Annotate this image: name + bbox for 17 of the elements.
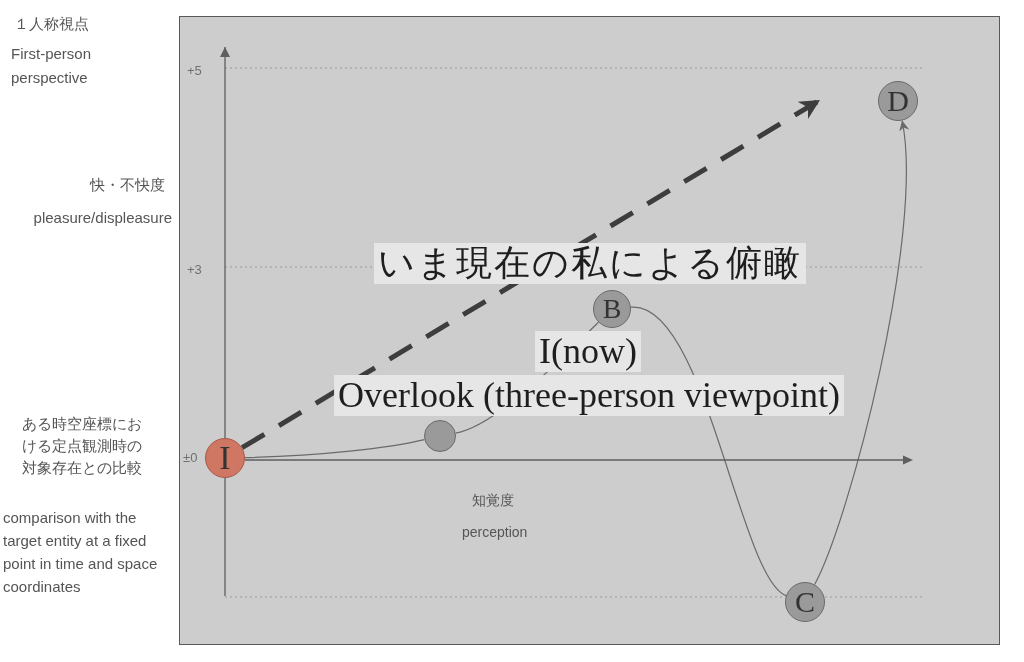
tick-label: +3 bbox=[187, 262, 202, 277]
curve-arrow bbox=[814, 120, 909, 586]
annotation-text: comparison with the target entity at a fixed point in time and space coordinates bbox=[3, 508, 159, 597]
dashed-arrow bbox=[240, 97, 822, 450]
tick-label: +5 bbox=[187, 63, 202, 78]
axis-title: First-person perspective bbox=[11, 44, 93, 88]
axis-title: １人称視点 bbox=[14, 15, 89, 34]
axis-title: perception bbox=[462, 524, 528, 540]
overlay-caption: I(now) bbox=[535, 331, 641, 373]
annotation-text: ある時空座標における定点観測時の対象存在との比較 bbox=[22, 414, 143, 478]
tick-label: ±0 bbox=[183, 450, 198, 465]
axis-title: 快・不快度 bbox=[88, 176, 165, 195]
curve-line bbox=[244, 439, 425, 459]
axis-title: 知覚度 bbox=[472, 492, 514, 510]
axis-title: pleasure/displeasure bbox=[32, 209, 172, 226]
overlay-caption: Overlook (three-person viewpoint) bbox=[334, 375, 844, 417]
overlay-caption: いま現在の私による俯瞰 bbox=[374, 243, 806, 285]
